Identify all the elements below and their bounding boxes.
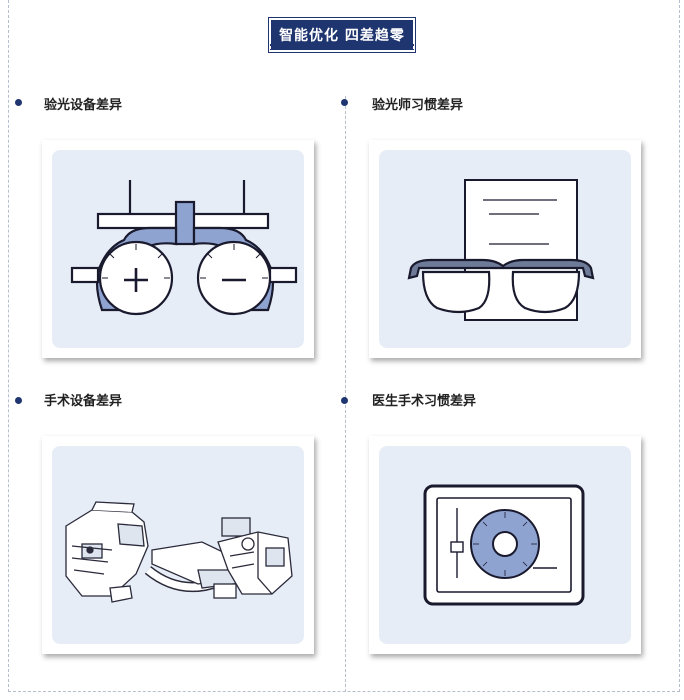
section-title-surgeon-habits: 医生手术习惯差异 (372, 394, 477, 409)
frame-left-border (8, 0, 9, 692)
section-bullet (15, 397, 22, 404)
header-underline-thin (270, 49, 414, 50)
header-title: 智能优化 四差趋零 (268, 17, 416, 53)
header: 智能优化 四差趋零 (0, 17, 684, 53)
phoropter-icon (70, 180, 298, 316)
frame-right-border (679, 0, 680, 692)
center-divider (345, 96, 346, 692)
card-surgical-equipment (42, 436, 314, 654)
section-title-surgical-equipment: 手术设备差异 (44, 394, 123, 409)
card-surgeon-habits (369, 436, 641, 654)
eye-on-monitor-icon (423, 484, 585, 606)
card-optometry-equipment (42, 140, 314, 358)
section-bullet (341, 99, 348, 106)
section-bullet (15, 99, 22, 106)
frame-bottom-border (8, 691, 680, 692)
section-title-optometrist-habits: 验光师习惯差异 (372, 98, 464, 113)
glasses-on-document-icon (407, 179, 595, 321)
section-bullet (341, 397, 348, 404)
section-title-optometry-equipment: 验光设备差异 (44, 98, 123, 113)
laser-surgery-equipment-icon (65, 501, 293, 603)
card-optometrist-habits (369, 140, 641, 358)
header-underline (270, 44, 414, 46)
